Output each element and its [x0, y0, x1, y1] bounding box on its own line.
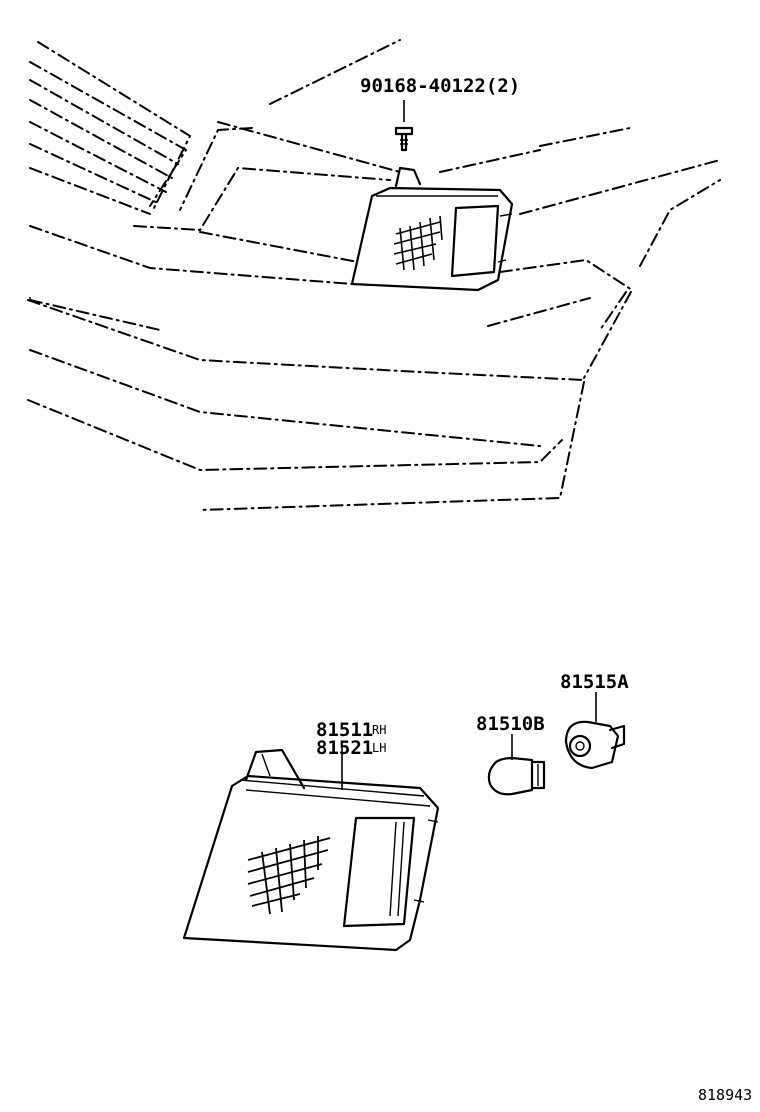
bolt-part-number: 90168-40122(2) — [360, 75, 520, 97]
lamp-rh-side: RH — [372, 723, 386, 737]
lamp-rh-part-number: 81511 — [316, 719, 373, 741]
lamp-lh-side: LH — [372, 741, 386, 755]
bulb-part-number: 81510B — [476, 713, 545, 735]
socket-part-number: 81515A — [560, 671, 629, 693]
illustration-number: 818943 — [698, 1086, 752, 1104]
installed-corner-lamp — [350, 166, 514, 292]
bolt-icon — [394, 100, 414, 152]
vehicle-front-outline — [27, 39, 721, 511]
lamp-lh-part-number: 81521 — [316, 737, 373, 759]
socket-icon — [564, 692, 626, 770]
corner-lamp-assembly — [182, 746, 440, 952]
bulb-icon — [487, 734, 546, 796]
